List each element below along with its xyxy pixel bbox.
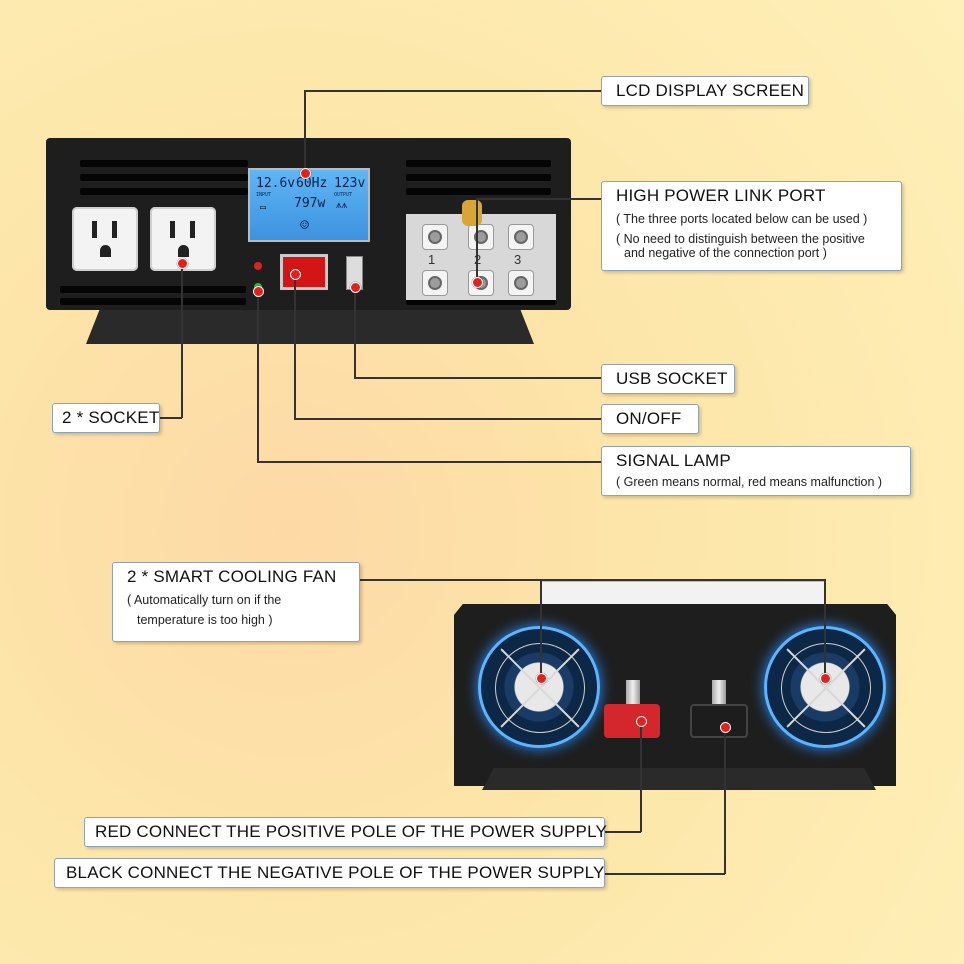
callout-usb-title: USB SOCKET <box>616 369 728 388</box>
callout-link-port-note1: ( The three ports located below can be u… <box>616 212 868 226</box>
callout-link-port-note2b: and negative of the connection port ) <box>624 246 827 260</box>
callout-fan-note1: ( Automatically turn on if the <box>127 593 282 607</box>
leader-line <box>358 579 824 581</box>
marker-dot <box>300 168 311 179</box>
callout-link-port: HIGH POWER LINK PORT ( The three ports l… <box>601 181 902 271</box>
leader-line <box>181 262 183 418</box>
callout-lcd-title: LCD DISPLAY SCREEN <box>616 81 805 100</box>
negative-post <box>712 680 726 704</box>
fault-led <box>254 262 262 270</box>
front-mount-base <box>86 310 534 344</box>
callout-socket-title: 2 * SOCKET <box>62 408 160 427</box>
negative-terminal[interactable] <box>690 704 748 738</box>
terminal-number: 3 <box>514 252 522 267</box>
leader-line <box>257 290 259 462</box>
callout-fan-note2: temperature is too high ) <box>137 613 273 627</box>
lcd-frequency: 60Hz <box>296 176 328 191</box>
marker-dot <box>177 258 188 269</box>
lcd-display: 12.6v 60Hz 123v INPUT OUTPUT ▭ 797w ⩚⩚ ☺ <box>248 168 370 242</box>
lcd-input-voltage: 12.6v <box>256 176 296 191</box>
load-icon: ⩚⩚ <box>336 200 348 211</box>
callout-red-title: RED CONNECT THE POSITIVE POLE OF THE POW… <box>95 822 608 841</box>
marker-dot <box>472 277 483 288</box>
leader-line <box>304 90 601 92</box>
callout-signal-title: SIGNAL LAMP <box>616 451 731 470</box>
leader-line <box>294 274 296 419</box>
vent <box>406 298 556 305</box>
callout-lcd: LCD DISPLAY SCREEN <box>601 76 809 106</box>
leader-line <box>257 461 601 463</box>
rear-mount-base <box>482 768 876 790</box>
callout-link-port-title: HIGH POWER LINK PORT <box>616 186 826 205</box>
link-cable <box>462 200 482 226</box>
callout-fan-title: 2 * SMART COOLING FAN <box>127 567 337 586</box>
vent <box>406 160 551 167</box>
leader-line <box>724 726 726 874</box>
callout-red-terminal: RED CONNECT THE POSITIVE POLE OF THE POW… <box>84 817 608 847</box>
cooling-fan-left <box>478 626 600 748</box>
callout-link-port-note2a: ( No need to distinguish between the pos… <box>616 232 865 246</box>
callout-fan: 2 * SMART COOLING FAN ( Automatically tu… <box>112 562 360 642</box>
terminal-number: 2 <box>474 252 482 267</box>
lcd-watts: 797w <box>294 196 326 211</box>
positive-terminal[interactable] <box>604 704 660 738</box>
terminal-block: 1 2 3 <box>406 214 556 300</box>
rear-top-cover <box>540 581 826 607</box>
ac-outlet-1[interactable] <box>72 207 138 271</box>
lcd-output-label: OUTPUT <box>334 192 353 198</box>
callout-signal-note: ( Green means normal, red means malfunct… <box>616 475 883 489</box>
vent <box>406 174 551 181</box>
smile-icon: ☺ <box>300 216 310 234</box>
terminal-screw[interactable] <box>422 224 448 250</box>
positive-post <box>626 680 640 704</box>
leader-line <box>476 198 478 282</box>
callout-socket: 2 * SOCKET <box>52 403 160 433</box>
callout-signal-lamp: SIGNAL LAMP ( Green means normal, red me… <box>601 446 911 496</box>
callout-onoff-title: ON/OFF <box>616 409 682 428</box>
marker-dot <box>536 673 547 684</box>
leader-line <box>640 720 642 832</box>
callout-black-terminal: BLACK CONNECT THE NEGATIVE POLE OF THE P… <box>54 858 605 888</box>
marker-dot <box>820 673 831 684</box>
leader-line <box>304 90 306 172</box>
terminal-number: 1 <box>428 252 436 267</box>
marker-dot <box>720 722 731 733</box>
vent <box>60 298 246 305</box>
callout-onoff: ON/OFF <box>601 404 699 434</box>
marker-dot <box>636 716 647 727</box>
terminal-screw[interactable] <box>508 224 534 250</box>
leader-line <box>158 417 182 419</box>
leader-line <box>824 579 826 677</box>
vent <box>406 188 551 195</box>
terminal-screw[interactable] <box>468 224 494 250</box>
leader-line <box>540 579 542 677</box>
callout-black-title: BLACK CONNECT THE NEGATIVE POLE OF THE P… <box>66 863 605 882</box>
callout-usb: USB SOCKET <box>601 364 735 394</box>
marker-dot <box>290 269 301 280</box>
leader-line <box>294 418 601 420</box>
leader-line <box>604 873 725 875</box>
lcd-output-voltage: 123v <box>334 176 366 191</box>
marker-dot <box>350 282 361 293</box>
terminal-screw[interactable] <box>508 270 534 296</box>
leader-line <box>354 286 356 378</box>
battery-icon: ▭ <box>260 202 267 213</box>
lcd-input-label: INPUT <box>256 192 272 198</box>
terminal-screw[interactable] <box>422 270 448 296</box>
leader-line <box>604 831 641 833</box>
marker-dot <box>253 286 264 297</box>
vent <box>80 160 248 167</box>
leader-line <box>354 377 601 379</box>
vent <box>80 174 248 181</box>
leader-line <box>476 198 601 200</box>
power-switch[interactable] <box>280 254 328 290</box>
vent <box>80 188 248 195</box>
vent <box>60 286 246 293</box>
